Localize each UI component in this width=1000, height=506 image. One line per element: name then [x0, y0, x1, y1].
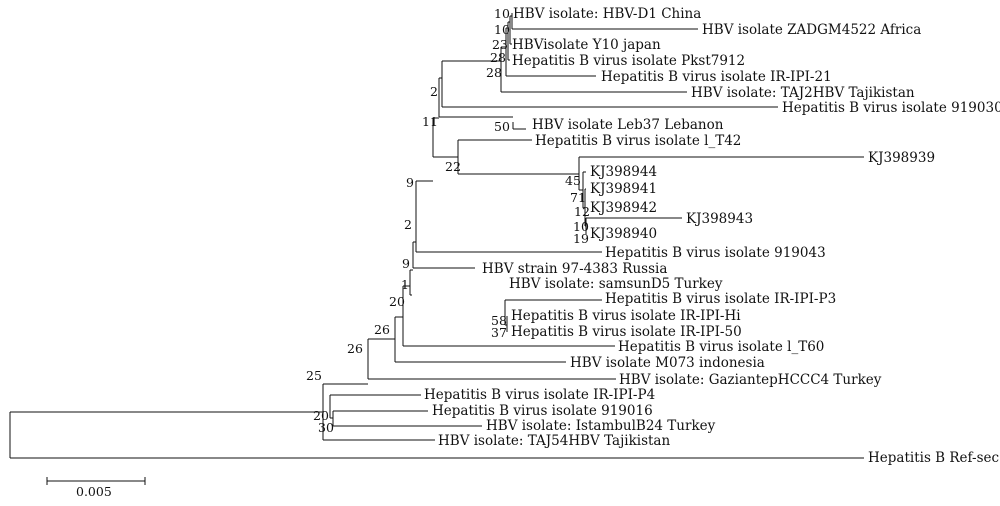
leaf-label: Hepatitis B virus isolate l_T42 [535, 133, 741, 149]
leaf-label: KJ398940 [590, 226, 657, 242]
support-value: 22 [445, 159, 461, 174]
leaf-label: HBV isolate: HBV-D1 China [513, 6, 701, 22]
support-value: 11 [422, 114, 438, 129]
leaf-label: HBVisolate Y10 japan [512, 37, 661, 53]
leaf-label: Hepatitis B virus isolate l_T60 [618, 339, 824, 355]
support-value: 20 [389, 294, 405, 309]
support-value: 9 [406, 175, 414, 190]
support-value: 10 [573, 219, 589, 234]
leaf-label: Hepatitis B virus isolate IR-IPI-P4 [424, 387, 655, 403]
support-value: 10 [494, 22, 510, 37]
support-value: 2 [430, 84, 438, 99]
support-values: 10 10 23 28 28 2 11 50 22 9 45 71 12 10 … [306, 6, 590, 435]
support-value: 12 [574, 204, 590, 219]
leaf-label: Hepatitis B virus isolate IR-IPI-P3 [605, 291, 836, 307]
support-value: 37 [491, 325, 507, 340]
leaf-label: Hepatitis B virus isolate IR-IPI-50 [511, 324, 742, 340]
support-value: 71 [570, 190, 586, 205]
support-value: 45 [565, 173, 581, 188]
tree-branches [9, 13, 864, 459]
leaf-label: Hepatitis B Ref-sec [868, 450, 999, 466]
leaf-labels: HBV isolate: HBV-D1 China HBV isolate ZA… [424, 6, 1000, 466]
scale-bar: 0.005 [46, 477, 146, 499]
support-value: 28 [486, 65, 502, 80]
support-value: 25 [306, 368, 322, 383]
leaf-label: Hepatitis B virus isolate Pkst7912 [512, 53, 745, 69]
leaf-label: KJ398943 [686, 211, 753, 227]
leaf-label: KJ398939 [868, 150, 935, 166]
support-value: 26 [374, 322, 390, 337]
leaf-label: Hepatitis B virus isolate 919016 [432, 403, 653, 419]
support-value: 28 [490, 50, 506, 65]
leaf-label: HBV strain 97-4383 Russia [482, 261, 667, 277]
leaf-label: HBV isolate: IstambulB24 Turkey [486, 418, 716, 434]
support-value: 50 [494, 119, 510, 134]
leaf-label: KJ398942 [590, 200, 657, 216]
leaf-label: Hepatitis B virus isolate IR-IPI-21 [601, 69, 832, 85]
support-value: 2 [404, 217, 412, 232]
leaf-label: KJ398944 [590, 164, 657, 180]
leaf-label: Hepatitis B virus isolate IR-IPI-Hi [511, 308, 741, 324]
support-value: 58 [491, 313, 507, 328]
leaf-label: HBV isolate: samsunD5 Turkey [509, 276, 723, 292]
support-value: 1 [401, 277, 409, 292]
support-value: 23 [492, 37, 508, 52]
support-value: 9 [402, 256, 410, 271]
leaf-label: Hepatitis B virus isolate 919043 [605, 245, 826, 261]
leaf-label: HBV isolate: TAJ2HBV Tajikistan [691, 85, 915, 101]
support-value: 20 [313, 408, 329, 423]
leaf-label: HBV isolate ZADGM4522 Africa [702, 22, 921, 38]
support-value: 10 [494, 6, 510, 21]
leaf-label: HBV isolate M073 indonesia [570, 355, 765, 371]
leaf-label: HBV isolate Leb37 Lebanon [532, 117, 724, 133]
support-value: 30 [318, 420, 334, 435]
support-value: 26 [347, 341, 363, 356]
leaf-label: Hepatitis B virus isolate 919030 [782, 100, 1000, 116]
support-value: 19 [573, 231, 589, 246]
leaf-label: HBV isolate: GaziantepHCCC4 Turkey [619, 372, 882, 388]
leaf-label: KJ398941 [590, 181, 657, 197]
scale-bar-label: 0.005 [76, 484, 112, 499]
leaf-label: HBV isolate: TAJ54HBV Tajikistan [438, 433, 670, 449]
